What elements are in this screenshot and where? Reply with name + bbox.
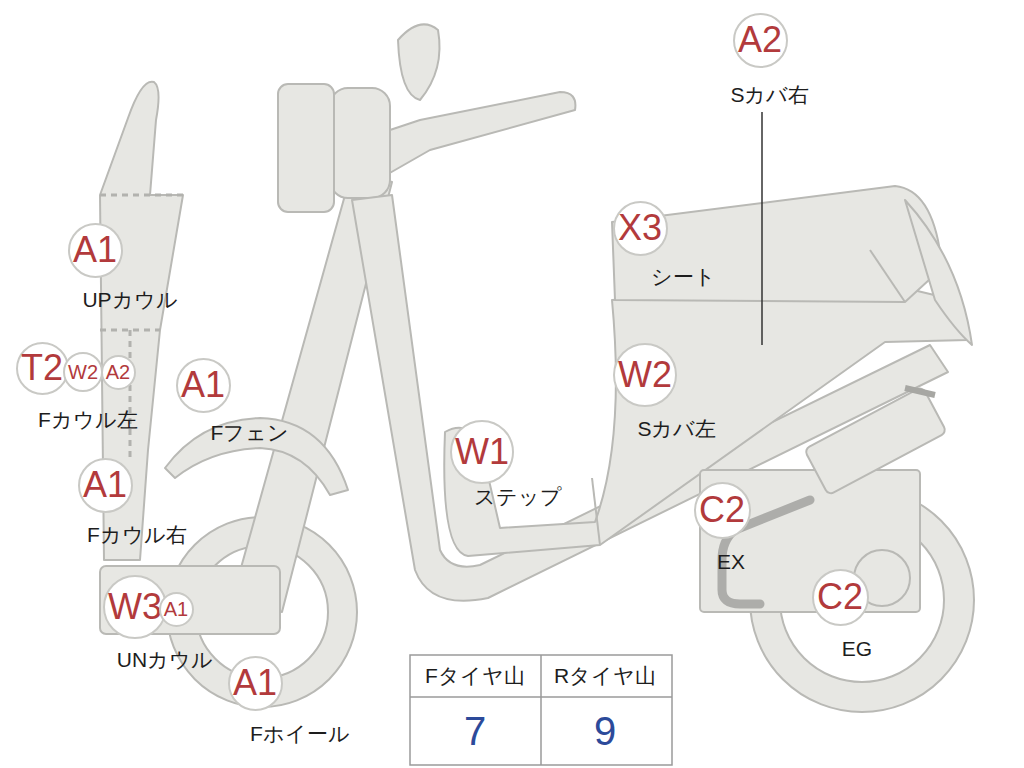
part-name: Sカバ右 [730,83,809,106]
damage-code-circle: T2 [16,342,69,395]
cowl-seam [100,194,183,197]
damage-code: A1 [164,599,188,619]
table-header: Rタイヤ山 [554,664,656,687]
damage-code: T2 [21,350,63,386]
shock-absorber [804,386,947,495]
damage-code: W2 [618,357,672,393]
part-name: UNカウル [117,648,213,671]
part-name: Fホイール [250,722,350,745]
damage-code: A1 [181,367,225,403]
table-value: 7 [464,709,486,753]
part-name: シート [651,265,716,288]
seat [612,186,942,302]
damage-code-circle: W3 [103,575,167,639]
part-name: ステップ [474,485,562,508]
tread-table [410,655,672,765]
damage-code-circle: A2 [101,355,136,390]
damage-code: A2 [738,22,782,58]
damage-code: A2 [106,362,130,382]
part-name: Fカウル左 [38,408,138,431]
mirror [398,24,440,100]
damage-code-circle: W2 [63,352,103,392]
damage-code: W3 [108,589,162,625]
damage-code-circle: C2 [694,482,751,539]
damage-code-circle: A1 [68,223,123,278]
table-value: 9 [594,709,616,753]
front-fender [165,418,348,495]
table-rule [540,655,542,765]
damage-code: C2 [699,492,745,528]
step-seam [592,478,600,545]
damage-code-circle: X3 [613,201,668,256]
damage-code: X3 [618,210,662,246]
part-name: UPカウル [82,288,177,311]
table-header: Fタイヤ山 [425,664,525,687]
part-name: Sカバ左 [637,417,716,440]
damage-code: W2 [68,362,98,382]
part-name: Fフェン [211,421,290,444]
cowl-seam [129,330,132,460]
damage-code-circle: A2 [733,13,788,68]
part-name: Fカウル右 [87,523,187,546]
damage-code-circle: C2 [812,569,869,626]
damage-code-circle: A1 [228,656,283,711]
damage-code: W1 [455,434,509,470]
part-name: EG [842,637,872,660]
shock-rod [905,388,935,395]
seat-seam [870,250,905,302]
damage-code-circle: A1 [78,458,133,513]
tail [905,200,972,345]
handle-cover [330,88,390,198]
leader-line [761,112,763,345]
damage-code-circle: A1 [159,592,194,627]
damage-code-circle: W1 [450,420,514,484]
damage-code: C2 [817,579,863,615]
damage-code: A1 [83,467,127,503]
damage-code: A1 [73,232,117,268]
part-name: EX [717,550,745,573]
damage-code-circle: A1 [176,358,231,413]
damage-code: A1 [233,665,277,701]
damage-code-circle: W2 [613,343,677,407]
headlight [278,84,334,212]
